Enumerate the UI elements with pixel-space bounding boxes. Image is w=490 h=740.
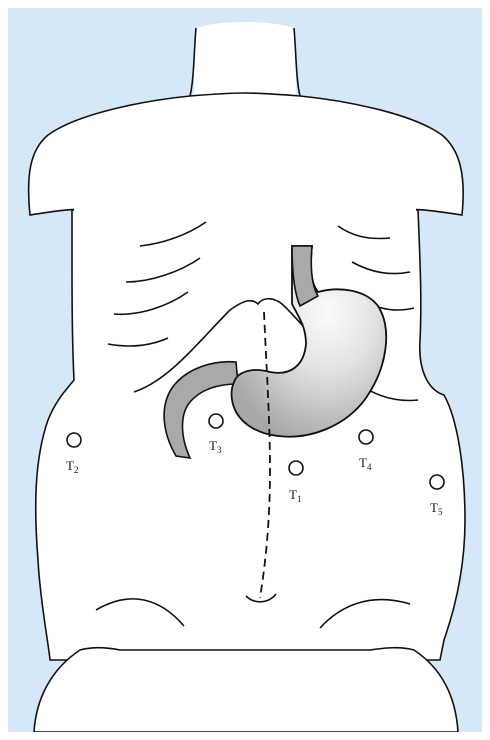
port-t4-marker xyxy=(359,430,373,444)
bottom-frame xyxy=(8,732,482,740)
port-t2-marker xyxy=(67,433,81,447)
port-t5-marker xyxy=(430,475,444,489)
port-t1-marker xyxy=(289,461,303,475)
neck xyxy=(194,22,296,96)
torso xyxy=(36,210,465,660)
port-t3-marker xyxy=(209,414,223,428)
torso-join xyxy=(74,204,416,214)
hips xyxy=(34,648,458,732)
